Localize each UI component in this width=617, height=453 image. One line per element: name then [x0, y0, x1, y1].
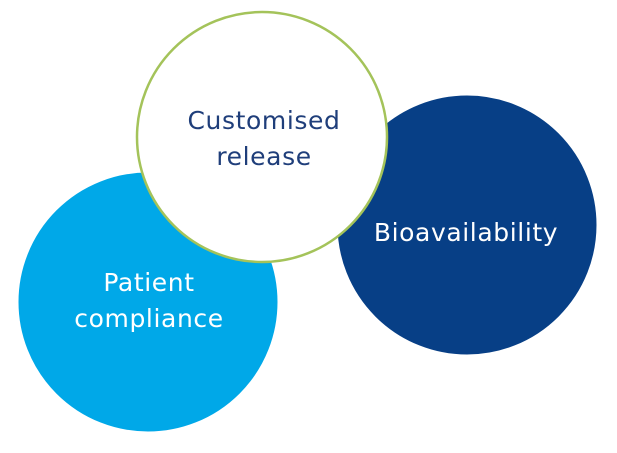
circle-customised-release: Customised release: [135, 10, 389, 264]
patient-compliance-label: Patient compliance: [74, 268, 223, 333]
customised-release-label: Customised release: [188, 106, 341, 171]
patient-compliance-label-line: Patient: [103, 268, 194, 297]
bioavailability-label: Bioavailability: [374, 218, 558, 247]
circle-bioavailability: Bioavailability: [334, 92, 600, 358]
customised-release-label-line: release: [216, 142, 311, 171]
customised-release-label-line: Customised: [188, 106, 341, 135]
customised-release-circle-shape: [135, 10, 389, 264]
patient-compliance-label-line: compliance: [74, 304, 223, 333]
bioavailability-label-line: Bioavailability: [374, 218, 558, 247]
